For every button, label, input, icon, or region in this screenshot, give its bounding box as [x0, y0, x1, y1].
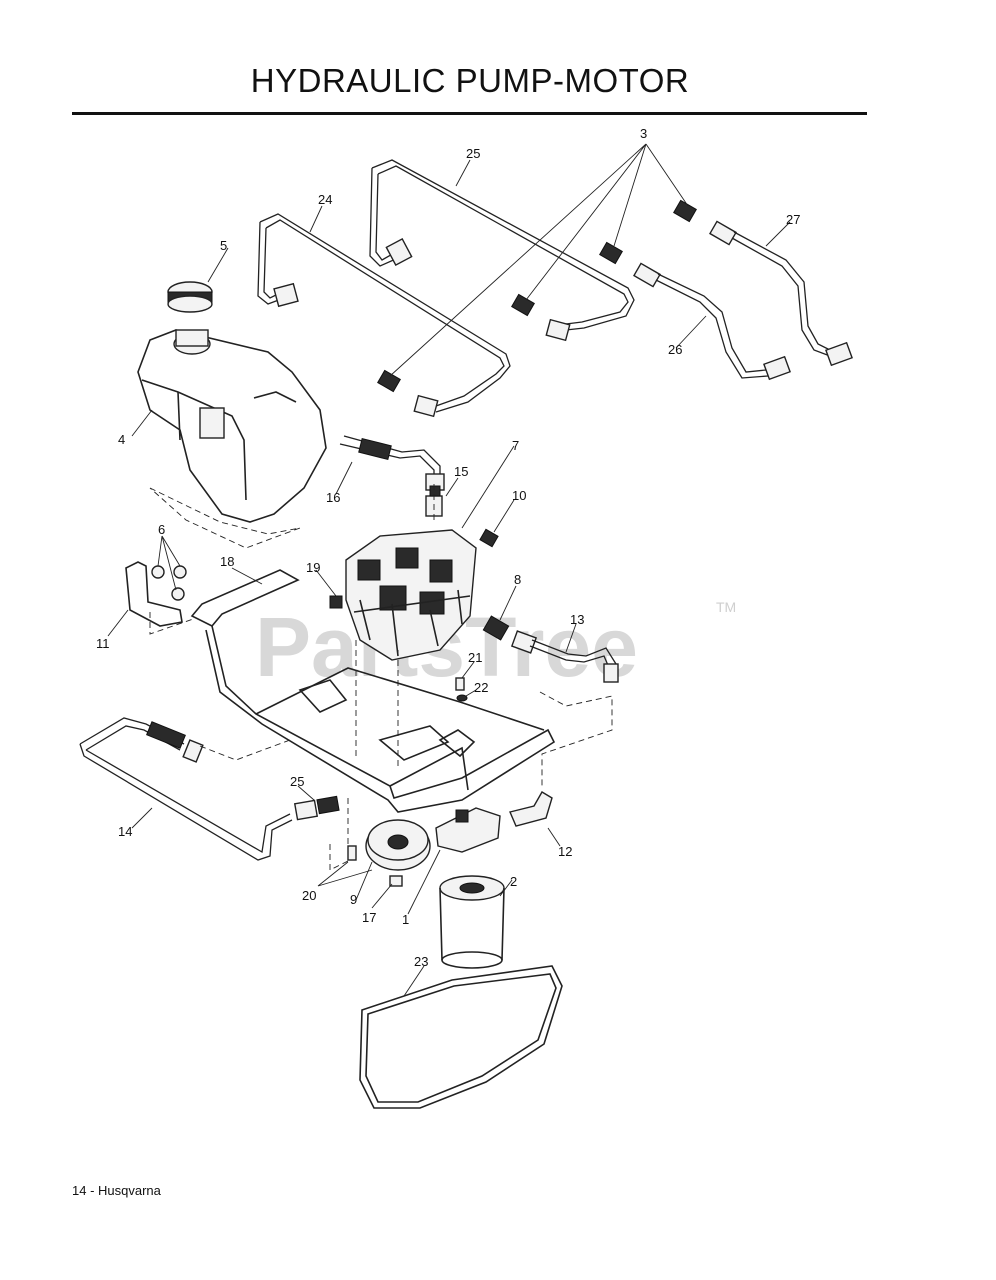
plugs-6 — [151, 565, 187, 601]
callout-11: 11 — [96, 636, 110, 651]
callout-25-top: 25 — [466, 146, 480, 161]
nut-19 — [329, 595, 343, 609]
hydraulic-tube-13 — [510, 630, 619, 683]
hydraulic-tube-14 — [79, 717, 319, 861]
fitting-25-lower — [316, 795, 340, 815]
callout-1: 1 — [402, 912, 409, 927]
hose-16 — [339, 435, 445, 491]
page-title: HYDRAULIC PUMP-MOTOR — [250, 62, 690, 99]
callout-12: 12 — [558, 844, 572, 859]
bolt-20 — [347, 845, 357, 861]
fittings-3 — [377, 199, 697, 393]
watermark-tm: TM — [716, 599, 736, 615]
elbow-fitting-12 — [509, 791, 553, 827]
leader-lines — [107, 143, 791, 997]
callout-24: 24 — [318, 192, 332, 207]
callout-2: 2 — [510, 874, 517, 889]
filter-head-1 — [435, 807, 501, 853]
callout-13: 13 — [570, 612, 584, 627]
bolt-21 — [455, 677, 465, 691]
oil-filter-2 — [439, 875, 505, 969]
callout-5: 5 — [220, 238, 227, 253]
hydraulic-pump-7 — [345, 529, 477, 661]
callout-26: 26 — [668, 342, 682, 357]
callout-14: 14 — [118, 824, 132, 839]
callout-6: 6 — [158, 522, 165, 537]
washer-22 — [456, 694, 468, 702]
callout-8: 8 — [514, 572, 521, 587]
callout-25-lower: 25 — [290, 774, 304, 789]
nut-17 — [389, 875, 403, 887]
mount-plate-18 — [190, 569, 556, 813]
callout-labels: 3 25 24 27 5 26 4 7 15 16 10 6 18 19 8 1… — [96, 126, 800, 969]
callout-10: 10 — [512, 488, 526, 503]
hydraulic-tube-27 — [709, 220, 853, 367]
callout-20: 20 — [302, 888, 316, 903]
callout-19: 19 — [306, 560, 320, 575]
drive-belt-23 — [359, 965, 563, 1109]
reservoir-cap-5 — [167, 281, 213, 313]
hydraulic-tube-25 — [369, 159, 635, 342]
pulley-9 — [365, 819, 431, 871]
callout-17: 17 — [362, 910, 376, 925]
callout-15: 15 — [454, 464, 468, 479]
callout-27: 27 — [786, 212, 800, 227]
callout-3: 3 — [640, 126, 647, 141]
bracket-11 — [125, 561, 183, 627]
callout-21: 21 — [468, 650, 482, 665]
hydraulic-tube-24 — [257, 213, 511, 418]
callout-16: 16 — [326, 490, 340, 505]
hydraulic-tube-26 — [633, 262, 791, 381]
page-footer: 14 - Husqvarna — [72, 1183, 161, 1198]
callout-9: 9 — [350, 892, 357, 907]
hydraulic-reservoir-4 — [137, 329, 327, 523]
callout-7: 7 — [512, 438, 519, 453]
fitting-10 — [479, 528, 499, 548]
callout-18: 18 — [220, 554, 234, 569]
title-rule — [72, 112, 867, 115]
callout-4: 4 — [118, 432, 125, 447]
fitting-8 — [482, 615, 510, 641]
callout-23: 23 — [414, 954, 428, 969]
callout-22: 22 — [474, 680, 488, 695]
assembly-guides — [149, 482, 613, 871]
